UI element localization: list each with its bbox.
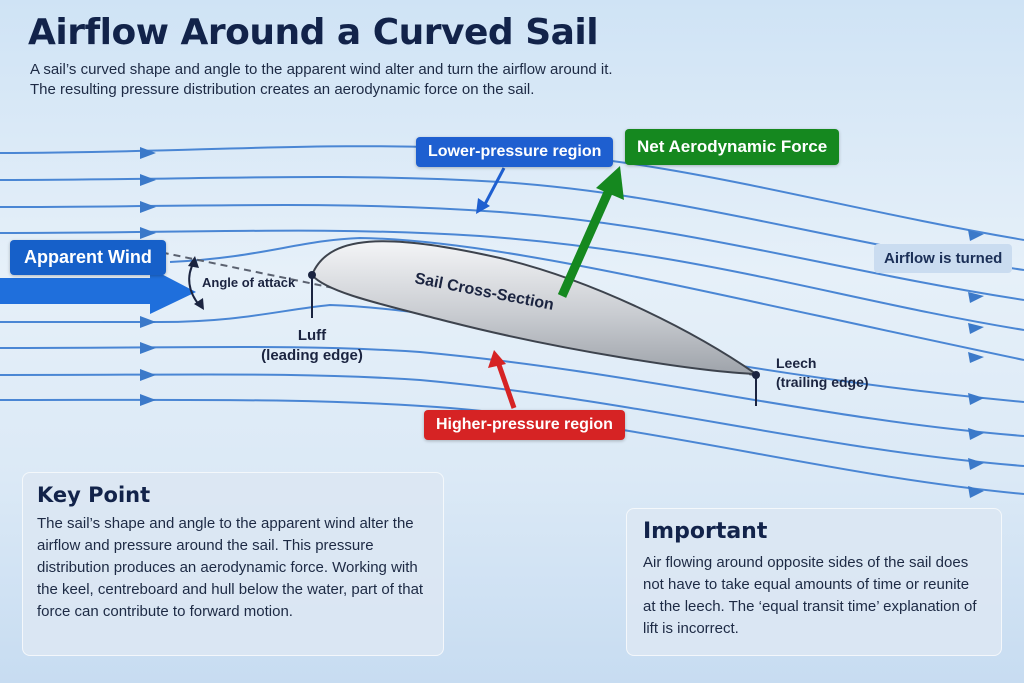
streamline — [0, 346, 1024, 437]
streamline — [169, 236, 1024, 361]
arrowhead — [968, 352, 984, 363]
streamline — [0, 229, 1024, 331]
streamline — [0, 175, 1024, 271]
arrowhead — [968, 486, 984, 498]
arrowhead — [968, 230, 984, 241]
important-heading: Important — [643, 519, 768, 544]
streamline — [0, 373, 1024, 467]
leech-sub-label: (trailing edge) — [776, 374, 869, 390]
angle-of-attack-label: Angle of attack — [202, 275, 296, 290]
luff-label: Luff — [298, 327, 327, 344]
arrowhead — [968, 323, 984, 334]
luff-sub-label: (leading edge) — [261, 347, 363, 364]
arrowhead — [968, 458, 984, 470]
arrowhead — [140, 342, 156, 354]
page-subtitle: A sail’s curved shape and angle to the a… — [30, 61, 613, 98]
lower-pressure-pointer — [476, 167, 506, 214]
page-title: Airflow Around a Curved Sail — [28, 12, 599, 53]
net-force-arrow — [557, 166, 624, 298]
arrowhead — [140, 201, 156, 213]
arrowhead — [968, 393, 984, 405]
key-point-card: Key Point The sail’s shape and angle to … — [22, 472, 444, 656]
arrowhead — [140, 147, 156, 159]
streamlines-lower — [0, 303, 1024, 495]
important-body: Air flowing around opposite sides of the… — [643, 554, 977, 637]
important-card: Important Air flowing around opposite si… — [626, 508, 1002, 656]
arrowhead — [968, 428, 984, 440]
net-force-label: Net Aerodynamic Force — [625, 129, 840, 165]
streamline — [0, 203, 1024, 301]
arrowhead — [140, 394, 156, 406]
arc-arrowhead-bottom — [194, 298, 204, 310]
leech-label: Leech — [776, 355, 816, 371]
airflow-turned-label: Airflow is turned — [874, 244, 1013, 273]
streamline-arrowheads-lower — [140, 316, 984, 498]
arrowhead — [140, 316, 156, 328]
arrowhead — [140, 174, 156, 186]
arrowhead — [968, 292, 984, 303]
apparent-wind-label: Apparent Wind — [10, 240, 166, 275]
angle-of-attack-arc — [188, 261, 201, 307]
higher-pressure-label: Higher-pressure region — [424, 410, 625, 440]
streamlines-upper — [0, 145, 1024, 361]
key-point-body: The sail’s shape and angle to the appare… — [37, 515, 424, 620]
apparent-wind-arrow — [0, 268, 196, 314]
key-point-heading: Key Point — [37, 483, 151, 507]
lower-pressure-label: Lower-pressure region — [416, 137, 614, 167]
streamline — [0, 398, 1024, 495]
arrowhead — [140, 227, 156, 239]
arrowhead — [140, 369, 156, 381]
higher-pressure-pointer — [488, 350, 517, 409]
arc-arrowhead-top — [188, 256, 199, 268]
